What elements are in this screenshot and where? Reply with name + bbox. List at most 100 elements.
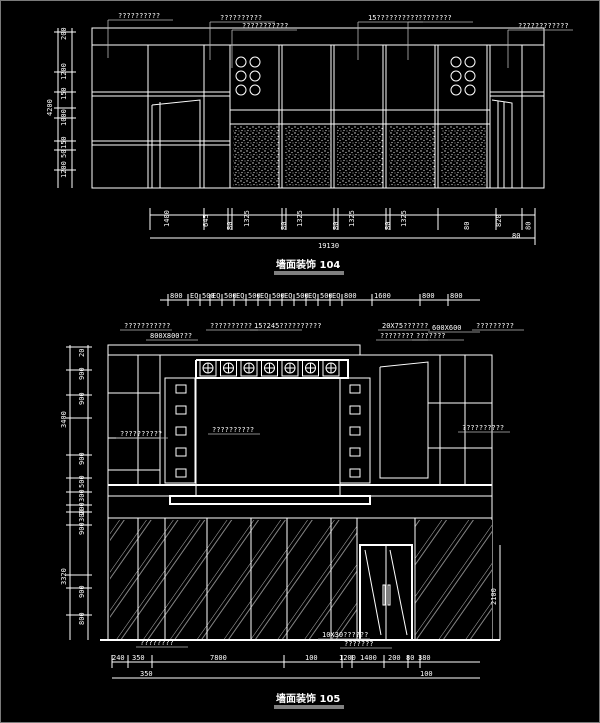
- dim-104-bottom: 645: [202, 214, 210, 227]
- dim-105-right: 2100: [490, 588, 498, 605]
- dim-105-top: 500: [272, 292, 285, 300]
- ornament-panels-105: [199, 359, 340, 377]
- callout-105: ???????: [416, 332, 446, 340]
- dim-104-bottom: 1325: [348, 210, 356, 227]
- bracket-right: [349, 447, 361, 457]
- dim-105-left: 900: [78, 585, 86, 598]
- dim-104-bottom: 1325: [296, 210, 304, 227]
- dim-104-left: 150: [60, 136, 68, 149]
- dim-105-left: 300: [78, 509, 86, 522]
- dim-105-top: 500: [296, 292, 309, 300]
- dim-105-left: 500: [78, 475, 86, 488]
- elevation-105: [100, 344, 500, 641]
- dim-104-bottom: 80: [332, 222, 340, 230]
- bracket-right: [349, 426, 361, 436]
- dim-105-top: 800: [170, 292, 183, 300]
- dim-104-left: 50: [60, 150, 68, 158]
- callout-105: ???????: [344, 640, 374, 648]
- dim-105-bottom: 350: [132, 654, 145, 662]
- callout-105: ??????????: [210, 322, 252, 330]
- dim-104-left: 4200: [46, 99, 54, 116]
- ornament-tile: [281, 359, 299, 377]
- dim-105-bottom: 80: [406, 654, 414, 662]
- dim-104-left: 150: [60, 87, 68, 100]
- dim-104-bottom: 80: [226, 222, 234, 230]
- title-105: 墙面装饰 105: [276, 692, 340, 705]
- ornament-tile: [261, 359, 278, 377]
- callout-105: ????????: [140, 639, 174, 647]
- ceiling-band: [91, 27, 545, 46]
- dim-105-top: 500: [248, 292, 261, 300]
- callout-104: ????????: [418, 14, 452, 22]
- bracket-right: [349, 384, 361, 394]
- dim-105-top: EQ: [212, 292, 220, 300]
- dim-105-bottom: 1200: [339, 654, 356, 662]
- wall-brackets-105: [175, 384, 361, 478]
- bracket-left: [175, 426, 187, 436]
- bracket-left: [175, 468, 187, 478]
- dim-105-top: EQ: [332, 292, 340, 300]
- callout-105: 20X75??????: [382, 322, 428, 330]
- dim-104-end: 80: [512, 232, 520, 240]
- dim-105-top: 500: [320, 292, 333, 300]
- dim-104-left: 200: [60, 27, 68, 40]
- elevation-104: [91, 27, 545, 189]
- dim-104-bottom: 80: [463, 222, 471, 230]
- dim-105-left: 900: [78, 522, 86, 535]
- dim-105-top: EQ: [308, 292, 316, 300]
- title-104: 墙面装饰 104: [276, 258, 340, 271]
- dim-104-bottom: 80: [525, 222, 533, 230]
- dim-105-top: 500: [202, 292, 215, 300]
- callout-105: 15?245??????????: [254, 322, 321, 330]
- dim-105-left: 3320: [60, 568, 68, 585]
- dim-105-top: EQ: [236, 292, 244, 300]
- dim-105-bottom: 240: [112, 654, 125, 662]
- dim-105-top: 800: [344, 292, 357, 300]
- callout-105: ???????????: [124, 322, 170, 330]
- dim-104-bottom: 1325: [400, 210, 408, 227]
- callout-104: ??????????: [220, 14, 262, 22]
- bracket-left: [175, 405, 187, 415]
- dim-105-left: 300: [78, 489, 86, 502]
- dim-105-left: 900: [78, 452, 86, 465]
- bracket-right: [349, 468, 361, 478]
- ornament-tile: [302, 359, 319, 377]
- dim-105-top: EQ: [260, 292, 268, 300]
- callout-105: ????????: [380, 332, 414, 340]
- callout-105: 10X30??????: [322, 631, 368, 639]
- bracket-left: [175, 384, 187, 394]
- dim-104-total: 19130: [318, 242, 339, 250]
- dim-104-bottom: 80: [384, 222, 392, 230]
- dim-105-left: 800: [78, 612, 86, 625]
- dim-105-left: 200: [78, 502, 86, 515]
- dim-104-bottom: 1400: [163, 210, 171, 227]
- circle-ornament: [235, 56, 261, 96]
- dim-105-bottom-sub: 350: [140, 670, 153, 678]
- bracket-right: [349, 405, 361, 415]
- ornament-tile: [220, 359, 237, 377]
- callout-104: 15??????????: [368, 14, 419, 22]
- dim-105-top: EQ: [190, 292, 198, 300]
- callout-104: ??????????: [118, 12, 160, 20]
- dim-105-bottom-sub: 100: [420, 670, 433, 678]
- dim-105-left: 20: [78, 349, 86, 357]
- dim-104-bottom: 80: [280, 222, 288, 230]
- dim-105-bottom: 100: [305, 654, 318, 662]
- callout-105: ??????????: [212, 426, 254, 434]
- dim-105-bottom: 200: [388, 654, 401, 662]
- dim-105-top: EQ: [284, 292, 292, 300]
- bracket-left: [175, 447, 187, 457]
- callout-105: 800X800???: [150, 332, 192, 340]
- stage-opening: [195, 377, 341, 497]
- ornament-tile: [322, 359, 340, 377]
- dim-104-bottom: 820: [495, 214, 503, 227]
- callout-105: ??????????: [462, 424, 504, 432]
- dim-105-left: 3400: [60, 411, 68, 428]
- callout-105: ??????????: [120, 430, 162, 438]
- callout-105: 600X600: [432, 324, 462, 332]
- dim-105-top: 800: [422, 292, 435, 300]
- dim-105-bottom: 380: [418, 654, 431, 662]
- dim-105-left: 900: [78, 392, 86, 405]
